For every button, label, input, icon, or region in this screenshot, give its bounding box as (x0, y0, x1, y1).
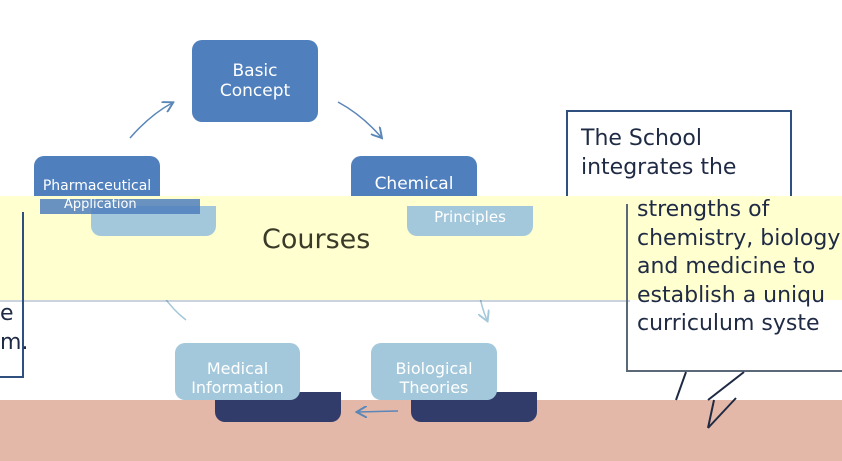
biological-theories-node: Biological Theories (371, 343, 497, 400)
callout-pointer (675, 371, 745, 429)
band-edge-line (0, 300, 630, 302)
medical-information-label: Medical Information (191, 359, 284, 398)
arrow-basic-to-chemical (337, 101, 381, 137)
arrow-biological-to-medical (358, 411, 399, 412)
left-fragment-box (0, 212, 24, 378)
courses-label: Courses (262, 224, 371, 255)
arrow-pharma-to-basic (129, 103, 172, 139)
pharmaceutical-label: Pharmaceutical (42, 178, 152, 194)
application-fragment: Application (64, 197, 137, 212)
left-fragment-text: e m. (0, 301, 29, 355)
callout-box-top (566, 110, 792, 202)
chemical-node-lower: Principles (407, 206, 533, 236)
medical-information-node: Medical Information (175, 343, 300, 400)
callout-text-bottom: strengths of chemistry, biology and medi… (637, 197, 841, 337)
callout-text-top: The School integrates the (581, 126, 737, 180)
basic-concept-node: Basic Concept (192, 40, 318, 122)
biological-theories-label: Biological Theories (395, 359, 473, 398)
application-fragment-strip (40, 199, 200, 214)
callout-box-bottom (626, 204, 842, 372)
chemical-label: Chemical (374, 174, 454, 194)
principles-fragment: Principles (434, 208, 506, 226)
basic-concept-label: Basic Concept (219, 60, 291, 101)
